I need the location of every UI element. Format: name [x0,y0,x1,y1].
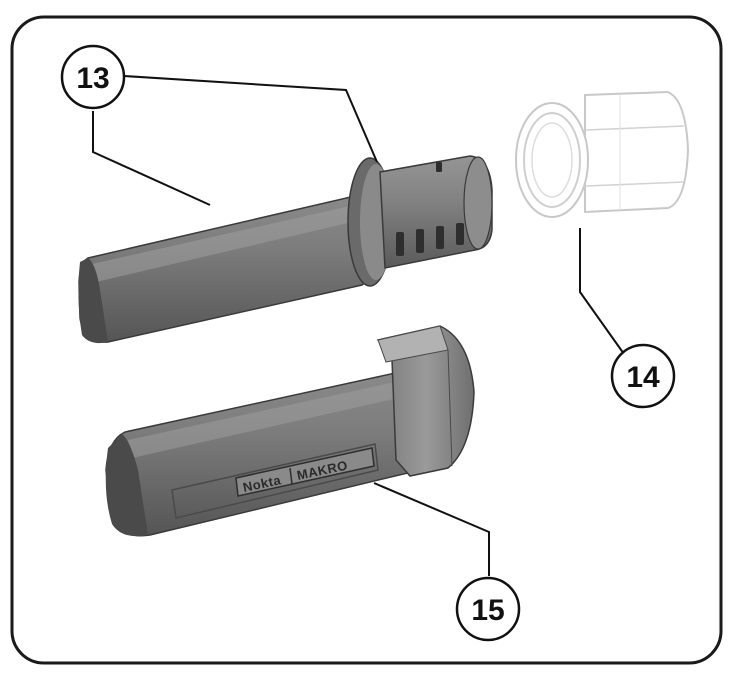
part-13-shaft [78,155,493,344]
leader-14 [579,228,625,355]
leader-13-flange [123,75,378,163]
callout-13-label: 13 [76,62,109,95]
callout-15-label: 15 [471,594,504,627]
leader-lines [92,75,625,576]
callout-15: 15 [455,576,521,642]
part-15-shaft: Nokta MAKRO [105,325,475,537]
leader-13-body [92,111,211,206]
callout-14: 14 [610,343,676,409]
part-14-cap [515,90,690,218]
label-divider [289,467,293,485]
leader-15 [373,482,490,576]
callout-13: 13 [60,44,126,110]
callout-14-label: 14 [626,361,660,394]
